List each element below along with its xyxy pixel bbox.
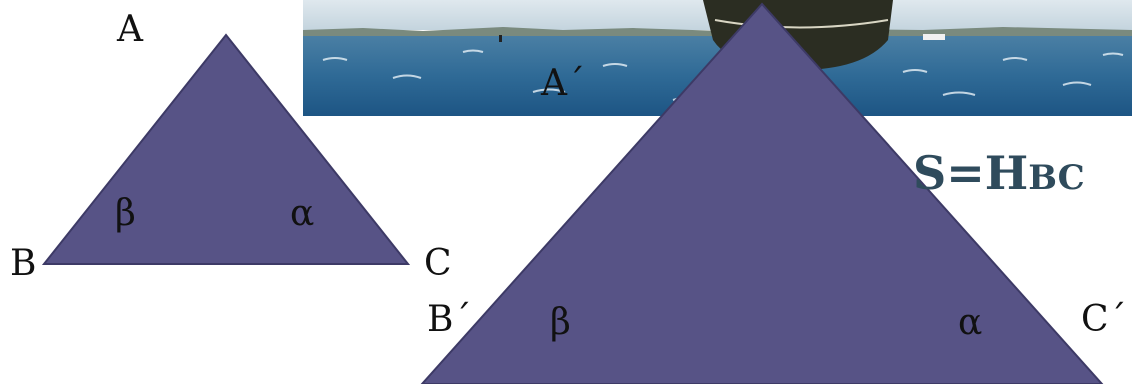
vertex-label-b-prime: B´	[427, 299, 472, 340]
small-triangle	[41, 33, 411, 265]
area-formula: S=HBC	[913, 150, 1085, 196]
formula-suffix: BC	[1028, 158, 1085, 198]
vertex-label-a: A	[117, 9, 143, 50]
angle-label-alpha-large: α	[958, 302, 983, 343]
large-triangle	[420, 2, 1104, 384]
angle-label-beta-small: β	[115, 193, 136, 234]
vertex-label-c-prime: C´	[1081, 299, 1127, 340]
vertex-label-a-prime: A´	[541, 63, 585, 104]
vertex-label-c: C	[424, 243, 452, 284]
angle-label-alpha-small: α	[290, 193, 315, 234]
formula-prefix: S=H	[913, 146, 1029, 200]
vertex-label-b: B	[10, 243, 37, 284]
angle-label-beta-large: β	[550, 302, 571, 343]
